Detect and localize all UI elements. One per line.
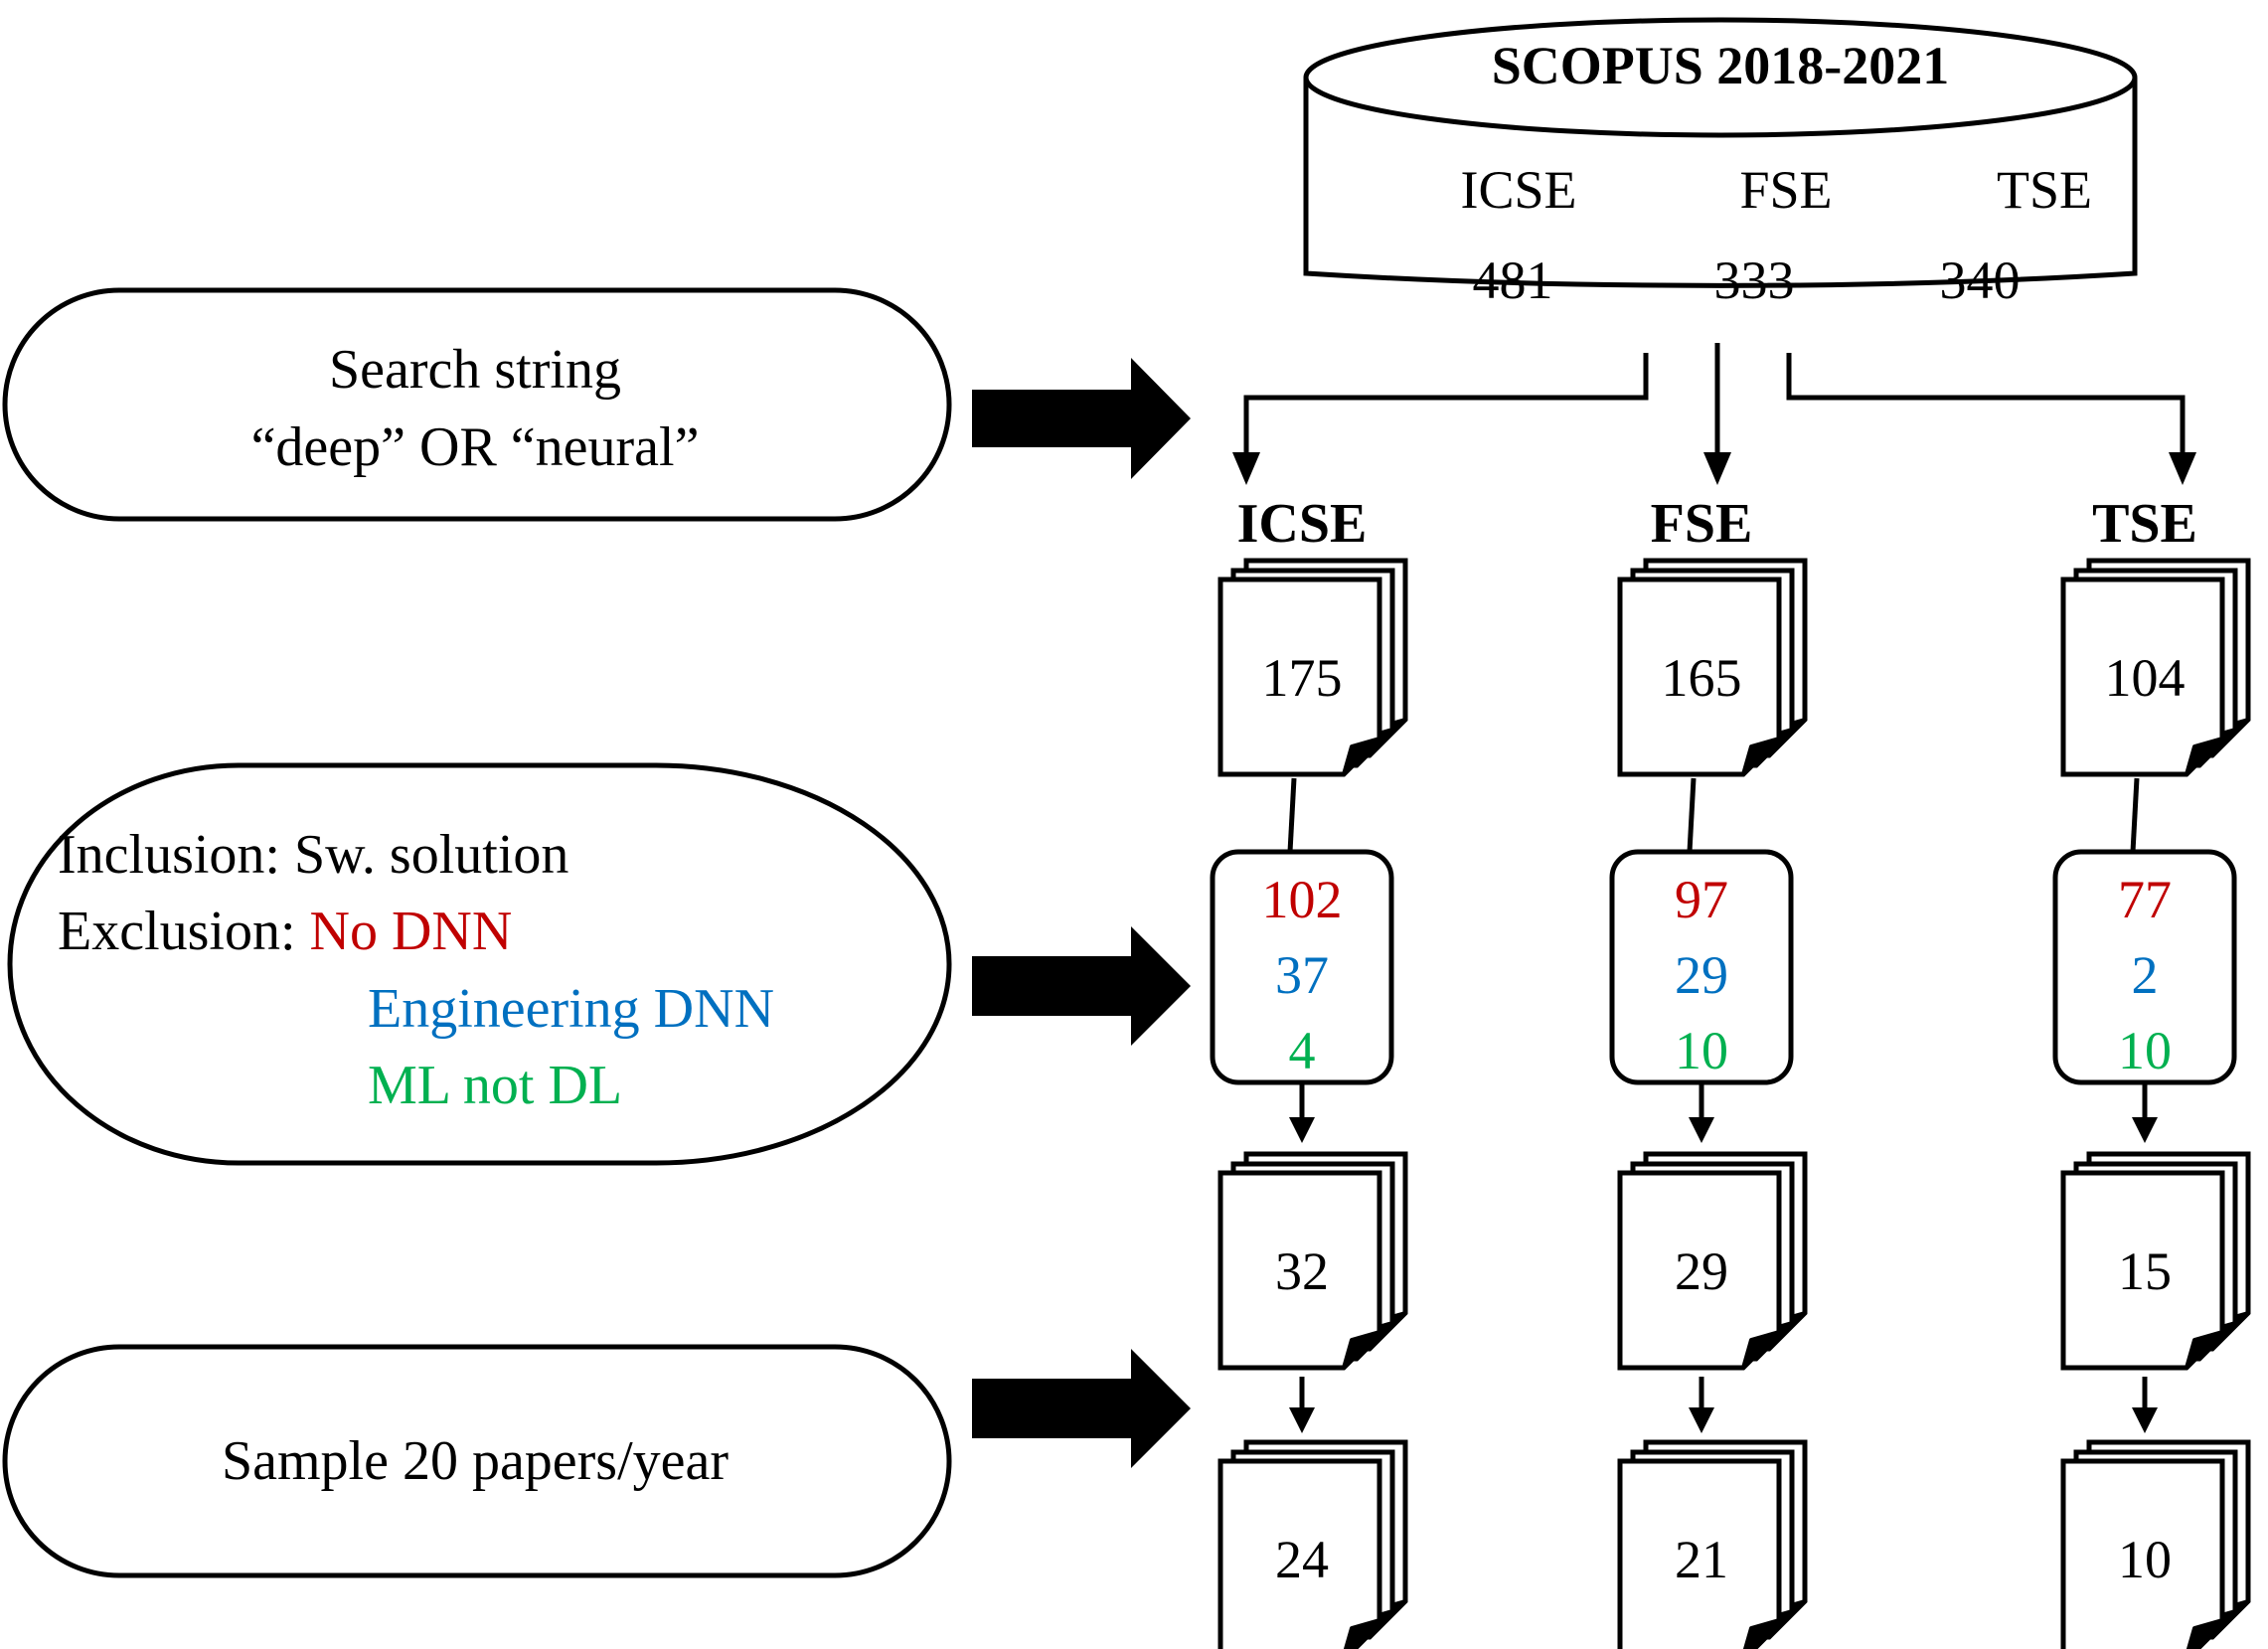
inclusion-criterion: Inclusion: Sw. solution xyxy=(58,824,568,886)
exclusion-no-dnn: No DNN xyxy=(310,901,513,962)
retrieved-papers-fse-count: 165 xyxy=(1662,648,1742,708)
block-arrow-search xyxy=(972,358,1191,479)
sampled-papers-icse: 24 xyxy=(1220,1442,1405,1649)
arrow-to-sampled-fse xyxy=(1689,1377,1714,1433)
column-header-icse: ICSE xyxy=(1237,493,1368,555)
retrieved-papers-icse-count: 175 xyxy=(1262,648,1343,708)
database-count-icse: 481 xyxy=(1473,250,1553,310)
criteria-step: Inclusion: Sw. solution Exclusion: No DN… xyxy=(7,762,952,1166)
excluded-no-dnn-tse: 77 xyxy=(2118,870,2172,929)
included-papers-tse-count: 15 xyxy=(2118,1241,2172,1301)
sampled-papers-fse: 21 xyxy=(1620,1442,1805,1649)
excluded-engineering-dnn-fse: 29 xyxy=(1675,945,1728,1005)
block-arrow-sampling xyxy=(972,1349,1191,1468)
sampling-step: Sample 20 papers/year xyxy=(2,1344,952,1578)
search-string-step: Search string “deep” OR “neural” xyxy=(2,287,952,522)
retrieved-papers-tse: 104 xyxy=(2063,561,2248,774)
excluded-no-dnn-icse: 102 xyxy=(1262,870,1343,929)
connector-tse xyxy=(2130,777,2140,853)
sampled-papers-tse: 10 xyxy=(2063,1442,2248,1649)
exclusion-prefix: Exclusion: xyxy=(58,901,310,962)
database-top xyxy=(1303,17,2138,138)
excluded-engineering-dnn-icse: 37 xyxy=(1275,945,1329,1005)
connector-icse xyxy=(1287,777,1297,853)
column-fse: FSE 165 97 29 10 29 21 xyxy=(1609,493,1805,1649)
search-string-label: Search string xyxy=(329,339,621,401)
column-icse: ICSE 175 102 37 4 32 24 xyxy=(1210,493,1405,1649)
sampled-papers-fse-count: 21 xyxy=(1675,1530,1728,1589)
arrow-to-sampled-tse xyxy=(2132,1377,2158,1433)
included-papers-fse: 29 xyxy=(1620,1154,1805,1368)
database-title: SCOPUS 2018-2021 xyxy=(1492,36,1950,95)
column-tse: TSE 104 77 2 10 15 10 xyxy=(2052,493,2248,1649)
database-venue-fse: FSE xyxy=(1739,160,1832,220)
excluded-ml-not-dl-icse: 4 xyxy=(1289,1021,1316,1080)
arrow-to-included-tse xyxy=(2132,1082,2158,1143)
exclusion-ml-not-dl: ML not DL xyxy=(368,1055,622,1116)
scopus-database: SCOPUS 2018-2021 ICSE FSE TSE 481 333 34… xyxy=(1303,17,2138,310)
database-venue-tse: TSE xyxy=(1997,160,2092,220)
exclusion-engineering-dnn: Engineering DNN xyxy=(368,978,774,1040)
arrow-to-sampled-icse xyxy=(1289,1377,1315,1433)
sampling-label: Sample 20 papers/year xyxy=(222,1430,729,1492)
column-header-tse: TSE xyxy=(2092,493,2197,555)
retrieved-papers-tse-count: 104 xyxy=(2105,648,2186,708)
block-arrow-criteria xyxy=(972,926,1191,1046)
database-count-fse: 333 xyxy=(1714,250,1795,310)
included-papers-tse: 15 xyxy=(2063,1154,2248,1368)
exclusion-criteria: Exclusion: No DNN xyxy=(58,901,512,962)
sampled-papers-tse-count: 10 xyxy=(2118,1530,2172,1589)
sampled-papers-icse-count: 24 xyxy=(1275,1530,1329,1589)
database-split-connectors xyxy=(1232,343,2196,485)
excluded-no-dnn-fse: 97 xyxy=(1675,870,1728,929)
excluded-ml-not-dl-tse: 10 xyxy=(2118,1021,2172,1080)
database-count-tse: 340 xyxy=(1940,250,2021,310)
included-papers-fse-count: 29 xyxy=(1675,1241,1728,1301)
connector-fse xyxy=(1687,777,1697,853)
included-papers-icse-count: 32 xyxy=(1275,1241,1329,1301)
included-papers-icse: 32 xyxy=(1220,1154,1405,1368)
excluded-engineering-dnn-tse: 2 xyxy=(2132,945,2159,1005)
database-venue-icse: ICSE xyxy=(1460,160,1576,220)
search-string-query: “deep” OR “neural” xyxy=(251,416,700,478)
arrow-to-included-icse xyxy=(1289,1082,1315,1143)
retrieved-papers-icse: 175 xyxy=(1220,561,1405,774)
retrieved-papers-fse: 165 xyxy=(1620,561,1805,774)
excluded-ml-not-dl-fse: 10 xyxy=(1675,1021,1728,1080)
column-header-fse: FSE xyxy=(1651,493,1753,555)
venue-columns: ICSE1751023743224FSE1659729102921TSE1047… xyxy=(1210,493,2248,1649)
arrow-to-included-fse xyxy=(1689,1082,1714,1143)
